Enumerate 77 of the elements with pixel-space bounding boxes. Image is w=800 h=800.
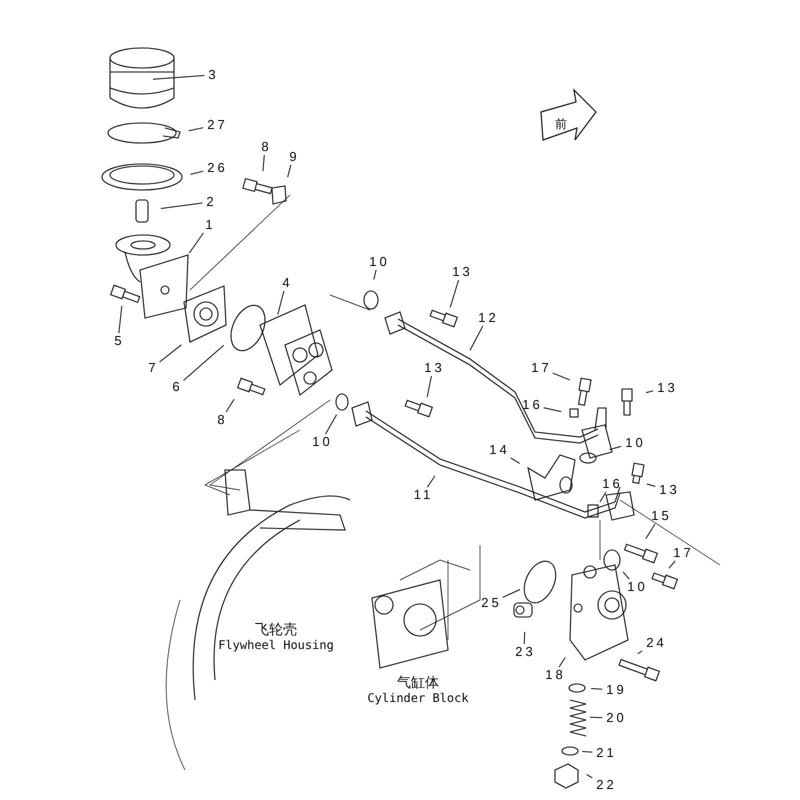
callout-number: 23: [512, 645, 536, 659]
leader-line: [590, 688, 603, 690]
leader-line: [524, 631, 526, 644]
leader-line: [510, 457, 520, 464]
callout-number: 3: [205, 68, 219, 82]
callout-number: 5: [111, 334, 125, 348]
part-label: 飞轮壳: [255, 622, 297, 638]
callout-number: 12: [475, 311, 499, 325]
leader-line: [646, 483, 656, 487]
part-label: Flywheel Housing: [218, 638, 334, 652]
leader-line: [637, 650, 643, 654]
leader-line: [159, 344, 182, 362]
callout-number: 17: [670, 546, 694, 560]
callout-number: 4: [279, 276, 293, 290]
leader-line: [118, 305, 122, 334]
callout-number: 6: [169, 380, 183, 394]
leader-line: [558, 657, 566, 668]
part-label: Cylinder Block: [367, 691, 469, 705]
leader-line: [325, 414, 338, 434]
leader-line: [582, 751, 593, 753]
callout-number: 10: [624, 580, 648, 594]
callout-number: 16: [599, 477, 623, 491]
leader-line: [426, 476, 436, 488]
callout-number: 14: [486, 443, 510, 457]
callout-number: 2: [203, 195, 217, 209]
callout-number: 13: [654, 381, 678, 395]
callout-number: 18: [542, 668, 566, 682]
leader-line: [552, 372, 570, 380]
leader-line: [543, 407, 562, 412]
callout-number: 9: [286, 150, 300, 164]
leader-line: [262, 154, 265, 172]
leader-line: [152, 75, 205, 80]
callout-number: 11: [410, 488, 434, 502]
leader-line: [450, 280, 460, 308]
callout-number: 25: [478, 596, 502, 610]
leader-line: [502, 589, 520, 598]
callout-number: 24: [643, 636, 667, 650]
callout-number: 13: [449, 265, 473, 279]
leader-line: [609, 446, 622, 450]
callout-number: 7: [145, 361, 159, 375]
callout-number: 26: [204, 161, 228, 175]
part-label: 气缸体: [397, 675, 439, 691]
leader-line: [287, 164, 292, 178]
leader-line: [160, 202, 203, 210]
callout-number: 13: [421, 361, 445, 375]
leader-line: [622, 571, 630, 580]
callout-number: 20: [603, 711, 627, 725]
callout-number: 1: [202, 218, 216, 232]
leader-line: [373, 270, 377, 280]
leader-line: [277, 290, 284, 315]
leader-line: [470, 326, 484, 351]
callout-number: 8: [214, 413, 228, 427]
leader-line: [183, 344, 224, 381]
callout-number: 10: [366, 255, 390, 269]
leader-line: [188, 127, 204, 132]
leader-line: [668, 560, 676, 569]
callout-number: 8: [258, 140, 272, 154]
leader-line: [586, 774, 593, 778]
callout-number: 16: [519, 398, 543, 412]
callout-number: 27: [204, 118, 228, 132]
callout-number: 17: [528, 361, 552, 375]
leader-line: [226, 398, 235, 412]
callout-number: 19: [603, 683, 627, 697]
direction-text: 前: [555, 116, 567, 132]
callout-number: 13: [656, 483, 680, 497]
callout-number: 10: [622, 436, 646, 450]
leader-line: [645, 524, 656, 540]
leader-line: [599, 492, 607, 502]
leader-line: [190, 170, 204, 175]
leader-line: [590, 716, 603, 718]
leader-line: [645, 390, 654, 394]
callout-number: 15: [648, 509, 672, 523]
callout-number: 10: [309, 435, 333, 449]
leader-line: [426, 376, 432, 398]
leader-line: [188, 232, 204, 254]
callout-number: 21: [593, 746, 617, 760]
callout-number: 22: [593, 778, 617, 792]
